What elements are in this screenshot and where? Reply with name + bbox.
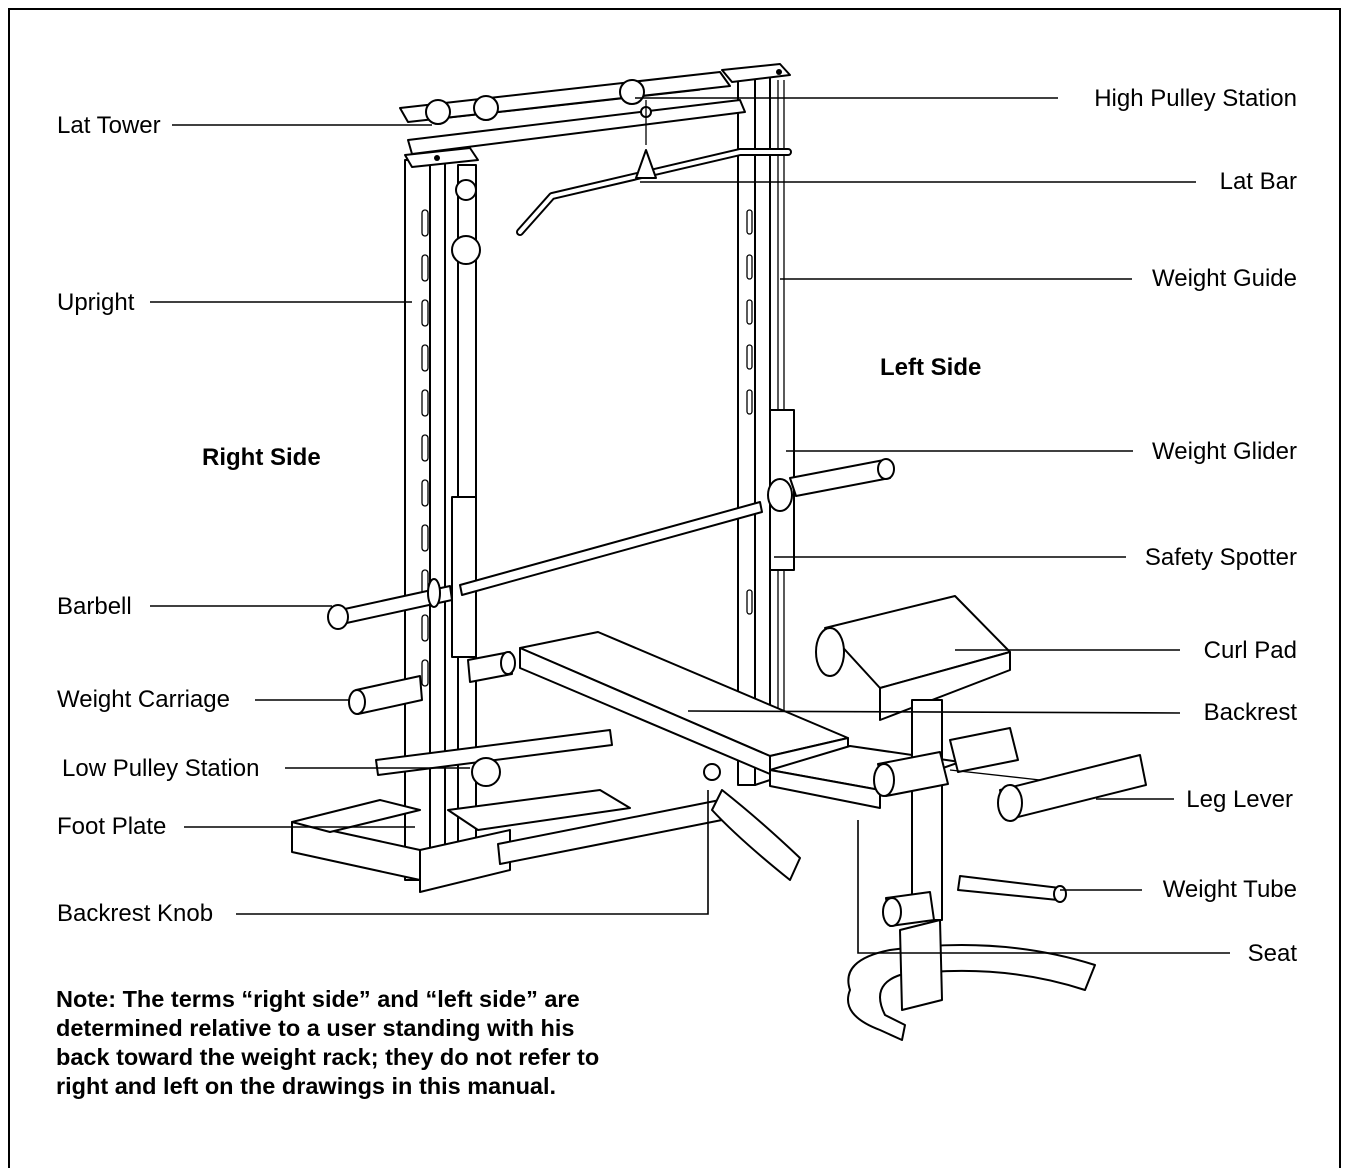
label-weight-tube: Weight Tube: [1162, 876, 1297, 903]
seat-base: [847, 919, 1096, 1041]
diagram-frame: [8, 8, 1341, 1168]
label-upright: Upright: [57, 289, 135, 316]
upright-slots: [421, 209, 429, 687]
note-line: Note: The terms “right side” and “left s…: [56, 986, 580, 1012]
lat-bar: [516, 100, 792, 236]
foot-plate-shape: [447, 789, 631, 831]
label-low-pulley-station: Low Pulley Station: [62, 755, 260, 782]
label-safety-spotter: Safety Spotter: [1144, 544, 1297, 571]
note-line: right and left on the drawings in this m…: [56, 1073, 557, 1099]
weight-tube: [882, 875, 1067, 927]
barbell: [327, 458, 895, 630]
left-side-label: Left Side: [880, 354, 982, 381]
upright-slots: [746, 209, 753, 615]
label-backrest: Backrest: [1203, 699, 1297, 726]
bench: [519, 631, 961, 881]
label-seat: Seat: [1247, 940, 1297, 967]
lat-tower: [399, 71, 746, 265]
label-high-pulley-station: High Pulley Station: [1094, 85, 1297, 112]
label-lat-tower: Lat Tower: [57, 112, 161, 139]
leg-lever: [873, 727, 1147, 822]
label-weight-guide: Weight Guide: [1152, 265, 1297, 292]
label-backrest-knob: Backrest Knob: [57, 900, 214, 927]
label-lat-bar: Lat Bar: [1219, 168, 1297, 195]
label-barbell: Barbell: [57, 593, 132, 620]
note-line: back toward the weight rack; they do not…: [56, 1044, 600, 1070]
label-curl-pad: Curl Pad: [1203, 637, 1297, 664]
label-leg-lever: Leg Lever: [1186, 786, 1293, 813]
label-weight-glider: Weight Glider: [1152, 438, 1297, 465]
right-side-label: Right Side: [202, 444, 321, 471]
label-foot-plate: Foot Plate: [57, 813, 167, 840]
leader-lines: [150, 97, 1230, 954]
weight-carriage: [348, 651, 516, 715]
note-line: determined relative to a user standing w…: [56, 1015, 575, 1041]
left-upright-assembly: [721, 63, 791, 786]
orientation-note: Note: The terms “right side” and “left s…: [56, 985, 716, 1101]
base-frame: [291, 729, 723, 893]
label-weight-carriage: Weight Carriage: [57, 686, 230, 713]
